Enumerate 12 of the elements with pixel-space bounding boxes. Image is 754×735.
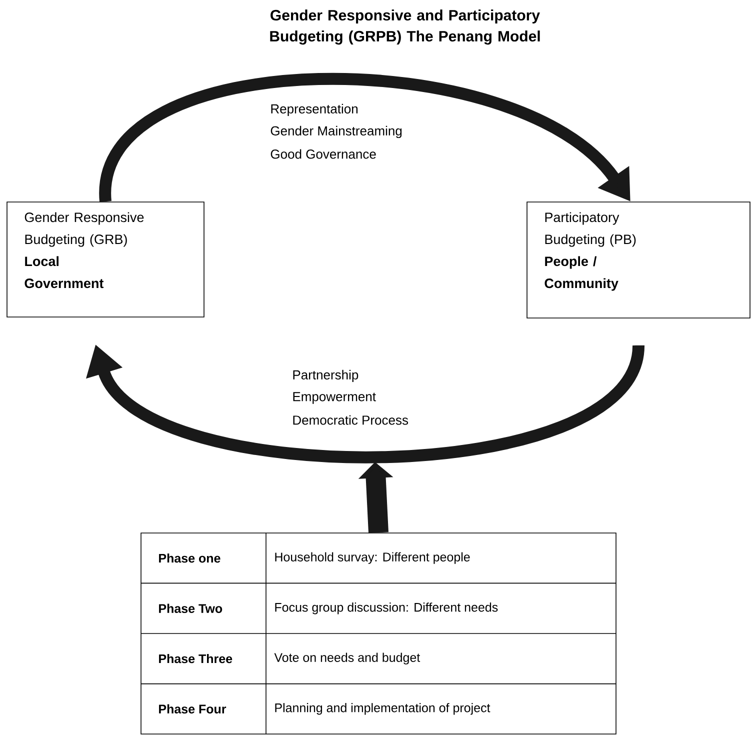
label: Partnership xyxy=(293,370,358,382)
label: Democratic Process xyxy=(293,415,408,425)
text-box: Gender Responsive Budgeting (GRB) Local Government xyxy=(6,202,204,318)
title: Gender Responsive and Participatory Budgeting (GRPB) The Penang Model xyxy=(270,10,540,45)
phase-table: Phase one Household survay: Different people Phase Two Focus group discussion: Different needs Phase Three Vote on needs and budget Phase Four Planning and implementation of project xyxy=(140,532,616,734)
curved-arrow xyxy=(100,73,630,202)
text-box: Participatory Budgeting (PB) People / Community xyxy=(526,202,750,318)
label: Good Governance xyxy=(270,149,376,159)
label: Gender Mainstreaming xyxy=(270,126,402,138)
label: Representation xyxy=(271,104,358,116)
curved-arrow xyxy=(86,344,644,464)
label: Empowerment xyxy=(293,392,376,404)
